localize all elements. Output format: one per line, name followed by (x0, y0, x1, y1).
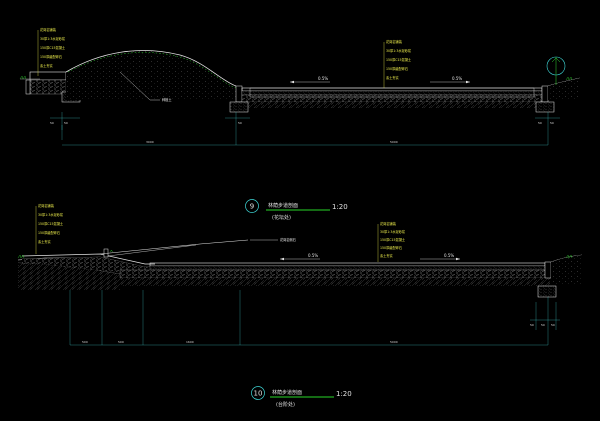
legend-line-3: 150厚C15混凝土 (40, 45, 66, 50)
section-number-circle (251, 386, 265, 400)
section-10-drawing (17, 206, 583, 346)
legend-line-2: 30厚1:3水泥砂浆 (38, 212, 64, 217)
legend-line-4: 150厚级配碎石 (386, 66, 408, 71)
legend-line-2: 30厚1:3水泥砂浆 (386, 48, 412, 53)
legend-line-1: 花岗岩铺装 (380, 221, 397, 226)
section-subtitle: (花坛处) (272, 214, 291, 221)
section-9-left-legend: 花岗岩铺装 30厚1:3水泥砂浆 150厚C15混凝土 150厚级配碎石 素土夯… (40, 27, 66, 68)
legend-line-4: 150厚级配碎石 (380, 245, 402, 250)
dim-label: 50 (238, 121, 242, 125)
curb-label: 花岗岩侧石 (280, 237, 296, 242)
legend-line-5: 素土夯实 (38, 239, 51, 244)
slope-label-left: 0.5% (308, 253, 318, 258)
section-9-drawing (19, 30, 581, 146)
dim-label: 50 (541, 323, 545, 327)
mound-label: 种植土 (162, 97, 172, 102)
slope-label-right: 0.5% (444, 253, 454, 258)
legend-line-5: 素土夯实 (40, 63, 53, 68)
legend-line-3: 150厚C15混凝土 (38, 221, 64, 226)
legend-line-3: 150厚C15混凝土 (380, 237, 406, 242)
dim-label: 50 (64, 121, 68, 125)
section-scale: 1:20 (332, 203, 348, 211)
dim-label: 1600 (186, 340, 194, 344)
dim-label: 3000 (146, 140, 154, 144)
dim-label: 5000 (390, 140, 398, 144)
legend-line-3: 150厚C15混凝土 (386, 57, 412, 62)
section-subtitle: (台阶处) (276, 401, 295, 408)
legend-line-5: 素土夯实 (386, 75, 399, 80)
section-10-dimensions: 500 500 1600 5000 50 50 50 (82, 323, 555, 344)
section-9-right-legend: 花岗岩铺装 30厚1:3水泥砂浆 150厚C15混凝土 150厚级配碎石 素土夯… (386, 39, 412, 80)
section-number: 9 (250, 203, 254, 211)
legend-line-2: 30厚1:3水泥砂浆 (380, 229, 406, 234)
dim-label: 5000 (390, 340, 398, 344)
section-10-right-legend: 花岗岩铺装 30厚1:3水泥砂浆 150厚C15混凝土 150厚级配碎石 素土夯… (380, 221, 406, 258)
slope-label-right: 0.5% (452, 76, 462, 81)
dim-label: 50 (551, 323, 555, 327)
section-number: 10 (254, 390, 263, 398)
section-10-title-block: 10 林荫步道剖面 1:20 (台阶处) (251, 386, 352, 408)
legend-line-2: 30厚1:3水泥砂浆 (40, 36, 66, 41)
legend-line-5: 素土夯实 (380, 253, 393, 258)
section-title: 林荫步道剖面 (268, 202, 298, 209)
dim-label: 50 (538, 121, 542, 125)
dim-label: 50 (50, 121, 54, 125)
legend-line-4: 150厚级配碎石 (38, 230, 60, 235)
dim-label: 50 (530, 323, 534, 327)
section-10-left-legend: 花岗岩铺装 30厚1:3水泥砂浆 150厚C15混凝土 150厚级配碎石 素土夯… (38, 203, 64, 244)
legend-line-1: 花岗岩铺装 (40, 27, 57, 32)
dim-label: 500 (118, 340, 124, 344)
dim-label: 50 (550, 121, 554, 125)
dim-label: 500 (82, 340, 88, 344)
section-title: 林荫步道剖面 (272, 389, 302, 396)
legend-line-1: 花岗岩铺装 (38, 203, 55, 208)
section-scale: 1:20 (336, 390, 352, 398)
section-9-dimensions: 50 50 3000 50 5000 50 50 (50, 121, 554, 144)
legend-line-1: 花岗岩铺装 (386, 39, 403, 44)
slope-label-left: 0.5% (318, 76, 328, 81)
section-number-circle (245, 199, 259, 213)
section-9-title-block: 9 林荫步道剖面 1:20 (花坛处) (245, 199, 348, 221)
legend-line-4: 150厚级配碎石 (40, 54, 62, 59)
